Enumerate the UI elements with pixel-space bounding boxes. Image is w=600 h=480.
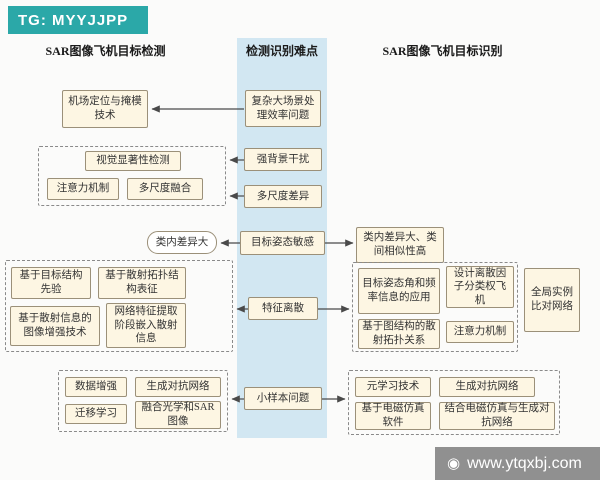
detection-image-enhancement-box: 基于散射信息的图像增强技术 (10, 306, 100, 346)
detection-attention-box: 注意力机制 (47, 178, 119, 200)
recognition-em-gan-combo-box: 结合电磁仿真与生成对抗网络 (439, 402, 555, 430)
recognition-feature-group: 目标姿态角和频率信息的应用 设计离散因子分类权飞机 基于图结构的散射拓扑关系 注… (352, 262, 518, 352)
recognition-meta-learning-box: 元学习技术 (355, 377, 431, 397)
difficulty-box-large-scene: 复杂大场景处理效率问题 (245, 90, 321, 127)
column-header-detection: SAR图像飞机目标检测 (45, 44, 166, 58)
detection-scatter-topology-box: 基于散射拓扑结构表征 (98, 267, 186, 299)
recognition-intra-class-box: 类内差异大、类间相似性高 (356, 227, 444, 263)
column-header-difficulties: 检测识别难点 (245, 44, 318, 58)
difficulty-box-multiscale: 多尺度差异 (244, 185, 322, 208)
difficulty-box-pose-sensitive: 目标姿态敏感 (240, 231, 325, 255)
recognition-discrete-factor-box: 设计离散因子分类权飞机 (446, 266, 514, 308)
difficulty-box-feature-discrete: 特征离散 (248, 297, 318, 320)
detection-transfer-learning-box: 迁移学习 (65, 404, 127, 424)
corner-badge-text: TG: MYYJJPP (18, 11, 129, 29)
column-header-recognition: SAR图像飞机目标识别 (382, 44, 503, 58)
recognition-small-sample-group: 元学习技术 生成对抗网络 基于电磁仿真软件 结合电磁仿真与生成对抗网络 (348, 370, 560, 435)
detection-small-sample-group: 数据增强 生成对抗网络 迁移学习 融合光学和SAR图像 (58, 370, 228, 432)
recognition-em-simulation-box: 基于电磁仿真软件 (355, 402, 431, 430)
site-watermark: ◉ www.ytqxbj.com (435, 447, 600, 480)
detection-data-augmentation-box: 数据增强 (65, 377, 127, 397)
detection-embed-scatter-box: 网络特征提取阶段嵌入散射信息 (106, 303, 186, 348)
detection-gan-box: 生成对抗网络 (135, 377, 221, 397)
recognition-gan-box: 生成对抗网络 (439, 377, 535, 397)
difficulty-box-background-interference: 强背景干扰 (244, 148, 322, 171)
detection-feature-group: 基于目标结构先验 基于散射拓扑结构表征 基于散射信息的图像增强技术 网络特征提取… (5, 260, 233, 352)
watermark-logo-icon: ◉ (447, 455, 461, 472)
detection-saliency-box: 视觉显著性检测 (85, 151, 181, 171)
recognition-attention-box: 注意力机制 (446, 321, 514, 343)
detection-structure-prior-box: 基于目标结构先验 (11, 267, 91, 299)
corner-badge: TG: MYYJJPP (8, 6, 148, 34)
difficulty-box-small-sample: 小样本问题 (244, 387, 322, 410)
recognition-graph-topology-box: 基于图结构的散射拓扑关系 (358, 319, 440, 349)
detection-saliency-group: 视觉显著性检测 注意力机制 多尺度融合 (38, 146, 226, 206)
detection-optical-sar-fusion-box: 融合光学和SAR图像 (135, 401, 221, 429)
detection-intra-class-box: 类内差异大 (147, 231, 217, 254)
recognition-global-instance-box: 全局实例比对网络 (524, 268, 580, 332)
detection-airport-mask-box: 机场定位与掩模技术 (62, 90, 148, 128)
recognition-pose-frequency-box: 目标姿态角和频率信息的应用 (358, 268, 440, 314)
detection-multiscale-fusion-box: 多尺度融合 (127, 178, 203, 200)
watermark-text: www.ytqxbj.com (467, 454, 582, 472)
